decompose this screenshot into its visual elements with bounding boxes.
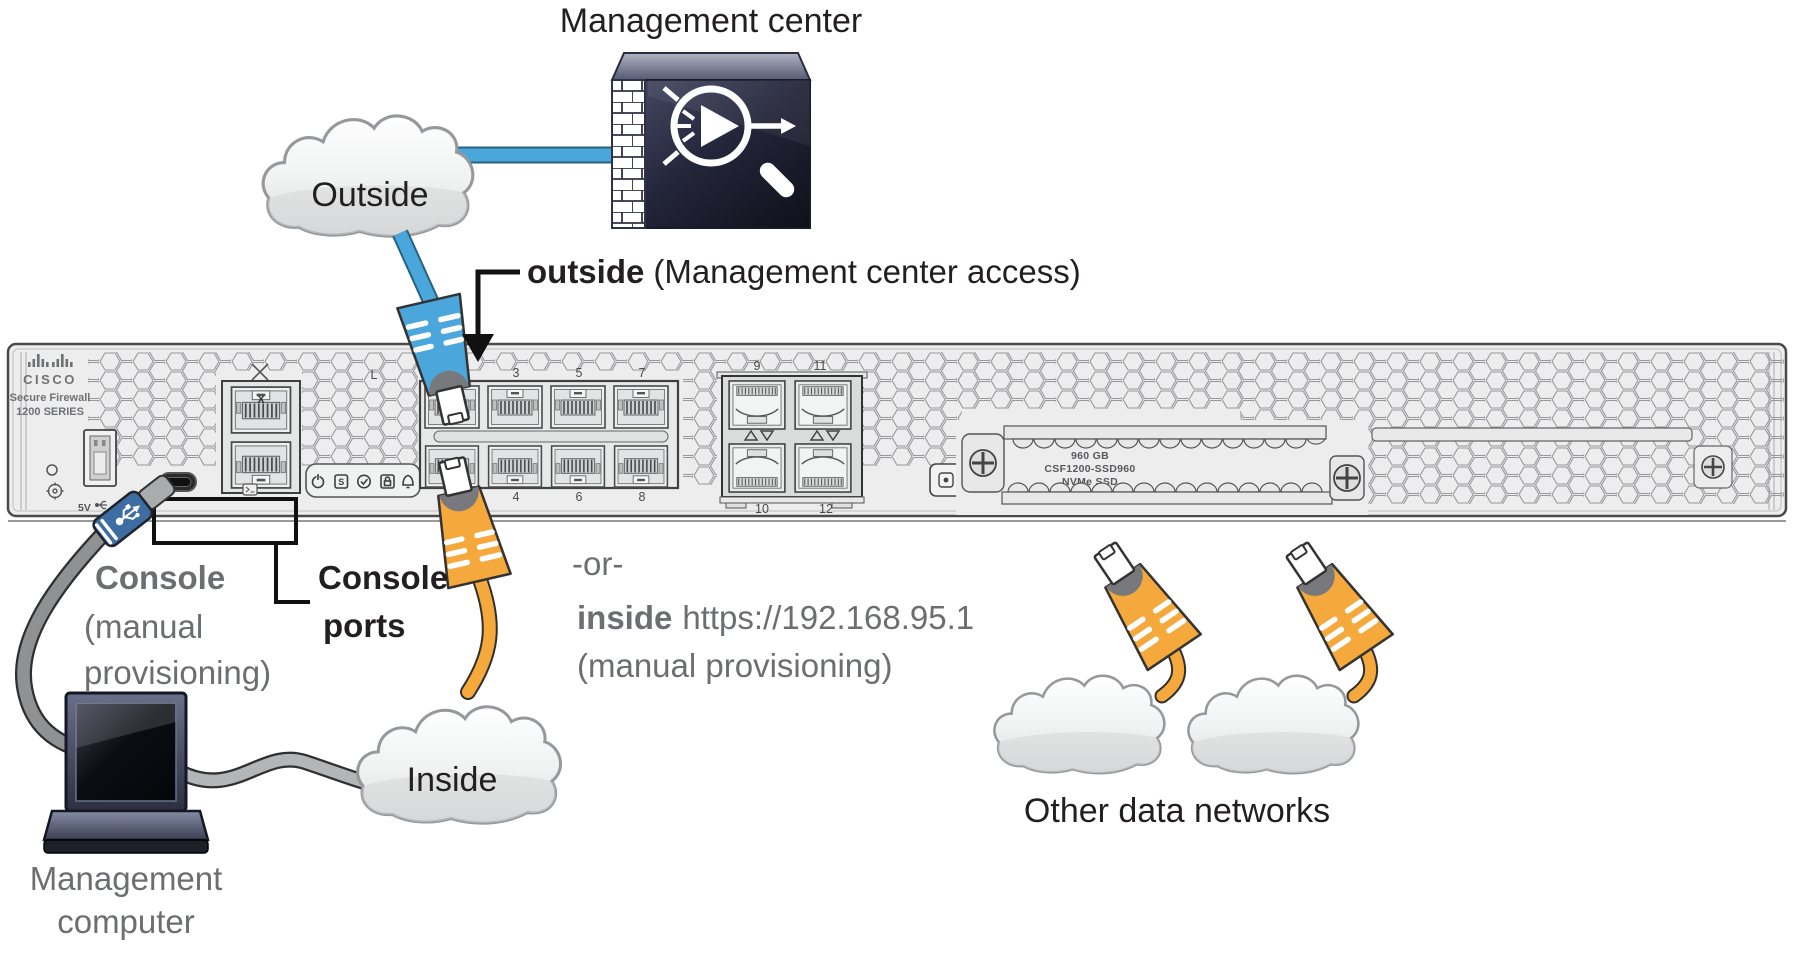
status-led-bar: S [305,463,421,498]
cisco-brand-text: CISCO [23,372,77,387]
slot-screw [1701,455,1725,479]
usb-icon [94,500,107,510]
port-number-6: 6 [576,490,583,504]
alarm-bell-icon [402,474,414,489]
power-icon [311,473,325,489]
data-network-cloud-2 [1186,674,1360,775]
down-arrow-icon [462,334,494,362]
or-divider: -or- [572,545,623,582]
outside-network: Outside [261,114,475,238]
ssd-model: CSF1200-SSD960 [1044,463,1135,475]
status-led-s-label: S [338,477,344,487]
management-center-icon [610,52,812,229]
console-port-icon [242,483,258,496]
port-number-4: 4 [513,490,520,504]
console-note-line1: (manual [84,608,203,645]
management-center: Management center [452,2,862,229]
firewall-appliance: CISCO Secure Firewall 1200 SERIES 5V [6,342,1788,604]
outside-interface-callout: outside(Management center access) [462,253,1081,362]
ssd-screw-right [1333,464,1361,492]
console-ports-label-line1: Console [318,559,448,596]
cisco-logo: CISCO Secure Firewall 1200 SERIES [10,354,91,418]
sfp-number-12: 12 [819,502,833,516]
status-led [46,464,58,476]
sfp-number-11: 11 [814,359,827,373]
firewall-brick-wall-icon [611,79,646,229]
data-network-cloud-1 [992,674,1166,775]
inside-cable [418,450,512,700]
management-computer-group: Management computer Inside [15,468,563,940]
check-status-icon [356,474,371,489]
ground-button [929,463,963,497]
data-network-connector-1 [1076,529,1203,672]
data-network-connector-2 [1268,529,1395,672]
management-computer-label-line2: computer [57,903,195,940]
expansion-slot [1371,427,1733,489]
crossed-arrows-icon [251,363,269,381]
system-status-icon [334,474,349,489]
model-name-line1: Secure Firewall [10,392,91,404]
model-name-line2: 1200 SERIES [16,406,84,418]
management-port-block: X [221,363,301,496]
console-note-line2: provisioning) [84,654,271,691]
port-number-8: 8 [639,490,646,504]
port-link-label: L [371,368,378,382]
port-number-5: 5 [576,366,583,380]
other-data-networks-label: Other data networks [1024,792,1330,830]
ssd-bay: 960 GB CSF1200-SSD960 NVMe SSD [956,420,1368,515]
usb-power-label: 5V [78,502,91,514]
management-computer-icon [42,691,210,854]
sfp-port-block: 9 11 10 12 [716,359,868,516]
ssd-capacity: 960 GB [1071,450,1109,462]
management-computer-label-line1: Management [30,860,223,897]
port-number-3: 3 [513,366,520,380]
console-ports-label-line2: ports [323,607,406,644]
ssd-screw-left [969,449,997,477]
outside-cable [392,229,490,432]
console-rj45-port [230,441,292,489]
inside-cloud-label: Inside [407,761,498,799]
mgmt-port-x-label: X [257,394,265,406]
port-number-7: 7 [639,366,646,380]
outside-interface-label: outside(Management center access) [527,253,1081,290]
sfp-number-9: 9 [754,359,761,373]
console-label: Console [95,559,225,596]
management-center-label: Management center [560,2,862,40]
other-data-networks: Other data networks [992,529,1395,830]
intrusion-inspection-icon [662,85,796,198]
inside-note: (manual provisioning) [577,647,892,684]
sfp-number-10: 10 [755,502,769,516]
lock-icon [380,474,395,489]
outside-cloud-label: Outside [311,176,428,214]
console-callout: Console (manual provisioning) Console po… [84,559,448,691]
reset-button [46,482,64,500]
console-ports-bracket [152,497,310,604]
usb-a-port [83,429,117,487]
